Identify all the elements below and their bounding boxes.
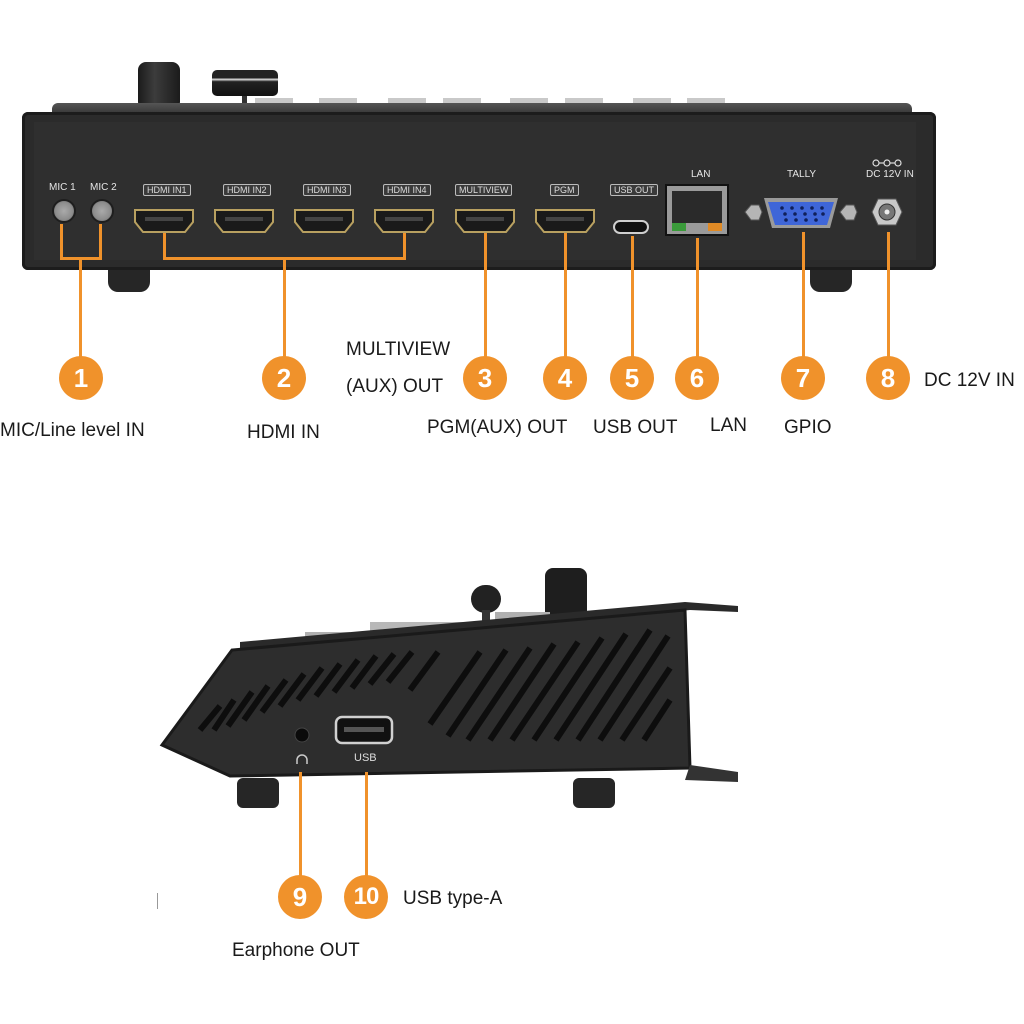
divider-tick [157, 893, 158, 909]
side-vents [197, 628, 673, 742]
multiview-port [455, 209, 515, 233]
mic2-label: MIC 2 [90, 182, 117, 193]
callout-badge-1: 1 [59, 356, 103, 400]
callout-badge-4: 4 [543, 356, 587, 400]
tally-label: TALLY [787, 169, 817, 180]
callout-badge-8: 8 [866, 356, 910, 400]
usb-c-port [613, 220, 649, 234]
callout-label-4: PGM(AUX) OUT [427, 417, 568, 438]
lan-label: LAN [691, 169, 711, 180]
callout-label-6: LAN [710, 415, 747, 436]
earphone-jack [294, 727, 310, 743]
mic1-label: MIC 1 [49, 182, 76, 193]
usb-out-label: USB OUT [610, 184, 659, 196]
tally-screw-left [744, 204, 763, 221]
hdmi-in2-port [214, 209, 274, 233]
callout-label-1: MIC/Line level IN [0, 420, 145, 441]
hdmi-in3-port [294, 209, 354, 233]
foot-right [810, 270, 852, 292]
leader-mic-right [99, 224, 102, 260]
callout-badge-7: 7 [781, 356, 825, 400]
multiview-label: MULTIVIEW [455, 184, 513, 196]
headphone-icon [296, 754, 308, 764]
callout-label-2: HDMI IN [247, 422, 320, 443]
tally-screw-right [839, 204, 858, 221]
callout-badge-3: 3 [463, 356, 507, 400]
hdmi-in1-label: HDMI IN1 [143, 184, 191, 196]
leader-hdmi-right [403, 233, 406, 260]
lan-led-green [672, 223, 686, 231]
leader-3 [484, 233, 487, 357]
side-foot-right [573, 778, 615, 808]
leader-7 [802, 232, 805, 357]
rear-port-shapes [134, 159, 903, 236]
mic1-jack [52, 199, 76, 223]
callout-label-3-line1: MULTIVIEW [346, 339, 451, 360]
leader-10 [365, 772, 368, 882]
callout-label-5: USB OUT [593, 417, 678, 438]
side-device-shape [159, 568, 738, 808]
lan-led-orange [708, 223, 722, 231]
side-tbar-handle [471, 585, 501, 613]
hdmi-in2-label: HDMI IN2 [223, 184, 271, 196]
leader-9 [299, 772, 302, 882]
dc-in-label: DC 12V IN [866, 169, 914, 180]
callout-label-3-line2: (AUX) OUT [346, 376, 444, 397]
callout-badge-5: 5 [610, 356, 654, 400]
leader-5 [631, 236, 634, 357]
callout-badge-10: 10 [344, 875, 388, 919]
leader-hdmi-left [163, 233, 166, 260]
leader-6 [696, 238, 699, 357]
dc-polarity-icon [872, 159, 902, 167]
side-panel-diagram: USB 9 10 USB type-A Earphone OUT [0, 540, 1024, 1024]
callout-label-7: GPIO [784, 417, 832, 438]
callout-label-10: USB type-A [403, 888, 503, 909]
callout-label-8: DC 12V IN [924, 370, 1015, 391]
top-buttons [255, 98, 755, 104]
rear-panel-diagram: MIC 1 MIC 2 HDMI IN1 HDMI IN2 HDMI IN3 H… [0, 0, 1024, 470]
side-foot-left [237, 778, 279, 808]
hdmi-in1-port [134, 209, 194, 233]
callout-badge-6: 6 [675, 356, 719, 400]
tbar-stem [242, 96, 247, 106]
leader-4 [564, 233, 567, 357]
pgm-label: PGM [550, 184, 579, 196]
callout-label-9: Earphone OUT [232, 940, 360, 961]
mic2-jack [90, 199, 114, 223]
callout-badge-9: 9 [278, 875, 322, 919]
hdmi-in4-label: HDMI IN4 [383, 184, 431, 196]
leader-mic-left [60, 224, 63, 260]
side-usb-label: USB [354, 752, 377, 764]
side-knob [545, 568, 587, 626]
callout-badge-2: 2 [262, 356, 306, 400]
hdmi-in4-port [374, 209, 434, 233]
tbar-knob [138, 62, 180, 104]
hdmi-in3-label: HDMI IN3 [303, 184, 351, 196]
pgm-port [535, 209, 595, 233]
leader-2 [283, 257, 286, 357]
leader-8 [887, 232, 890, 357]
tbar-handle [212, 70, 278, 96]
foot-left [108, 270, 150, 292]
leader-1 [79, 257, 82, 357]
